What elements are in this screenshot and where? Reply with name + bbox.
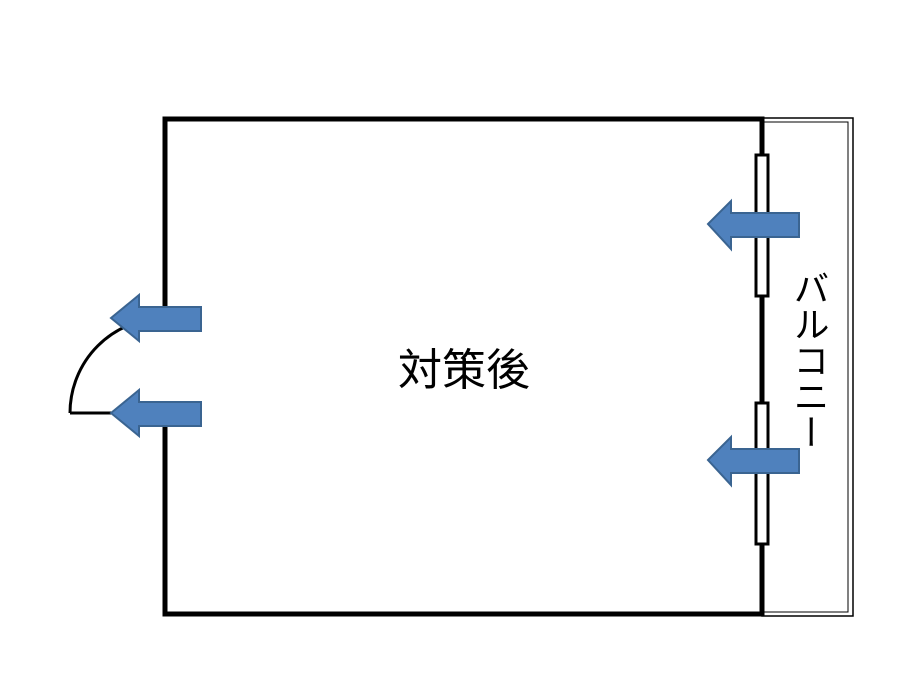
- airflow-arrow-window-lower: [706, 434, 800, 488]
- airflow-arrow-door-lower: [109, 387, 202, 439]
- room-label: 対策後: [398, 345, 530, 396]
- door: [68, 316, 169, 415]
- airflow-arrow-door-upper: [109, 292, 202, 344]
- door-swing-arc: [68, 316, 166, 414]
- balcony-label: バルコニー: [788, 270, 829, 450]
- airflow-arrow-window-upper: [706, 198, 800, 252]
